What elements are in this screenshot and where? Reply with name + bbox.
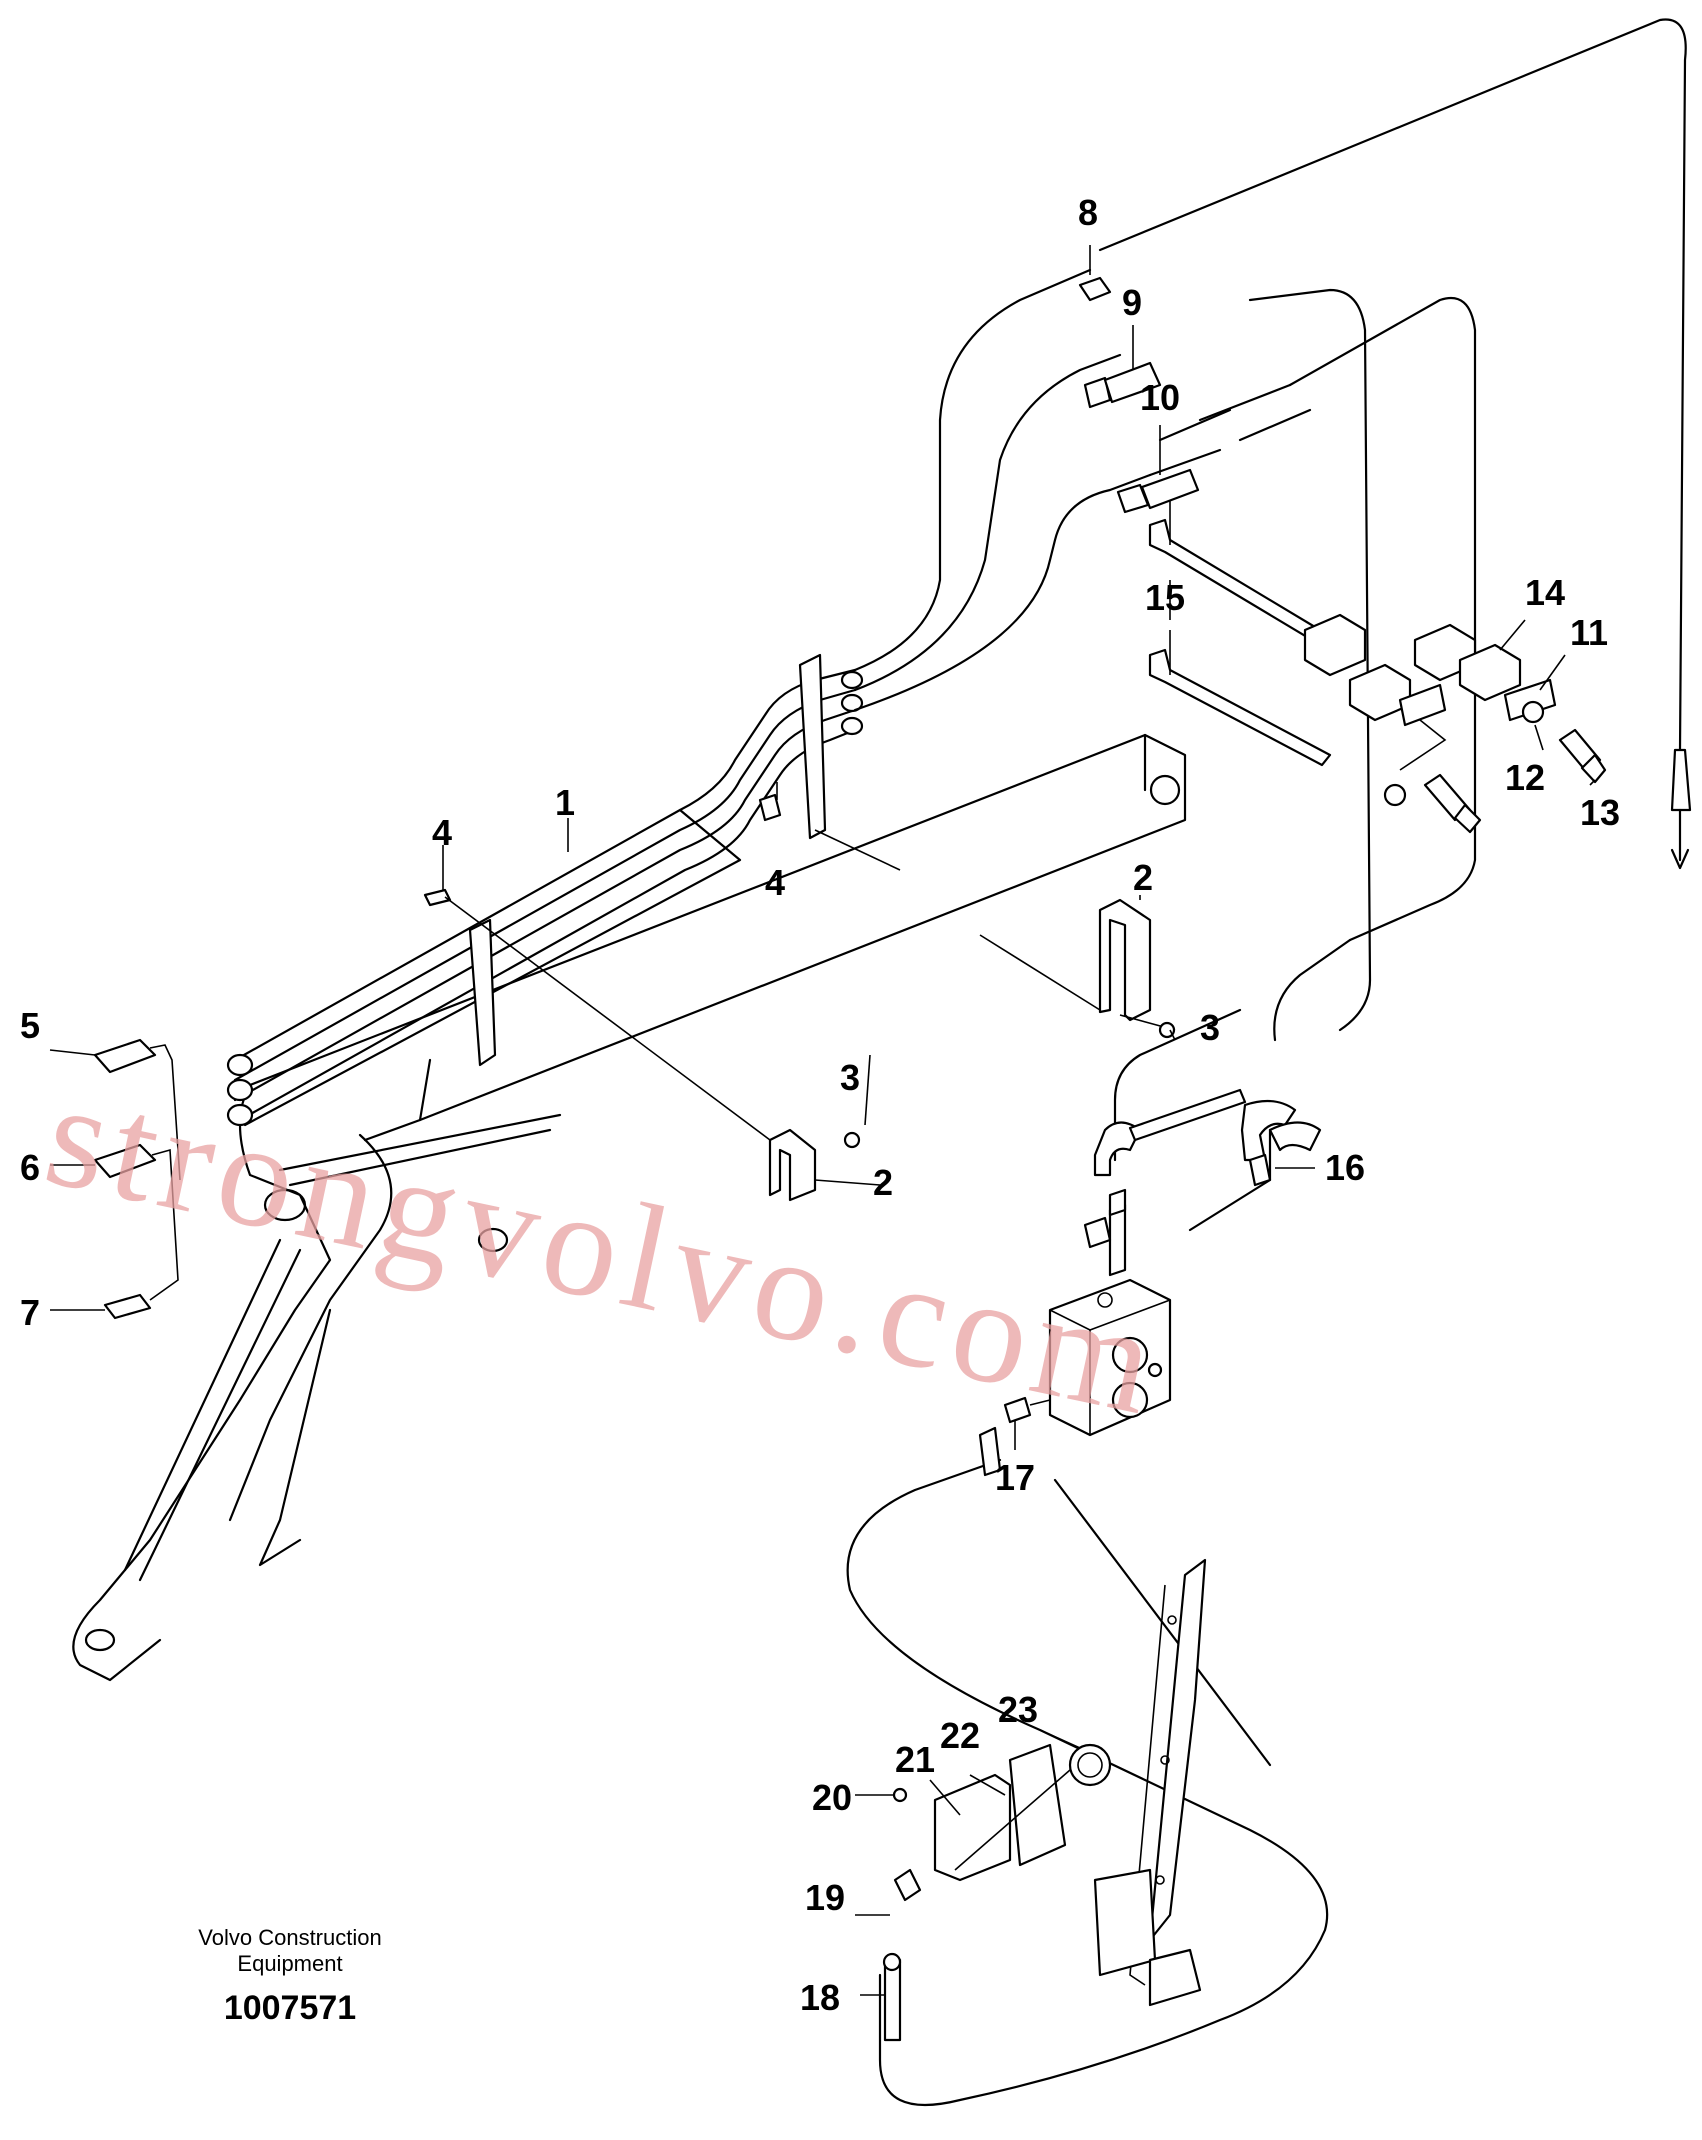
callout-3-repeat: 3	[840, 1057, 860, 1098]
bolt-4-right	[758, 793, 782, 822]
callout-19: 19	[805, 1877, 845, 1918]
callout-17: 17	[995, 1457, 1035, 1498]
bundle-clamp-right	[798, 653, 827, 840]
fitting-9	[1083, 376, 1112, 409]
watermark: strongvolvo.com	[33, 1050, 1175, 1448]
callout-16: 16	[1325, 1147, 1365, 1188]
org-name-line2: Equipment	[237, 1951, 343, 1976]
callout-1: 1	[555, 782, 575, 823]
callout-9: 9	[1122, 282, 1142, 323]
callout-3: 3	[1200, 1007, 1220, 1048]
fitting-17	[1003, 1396, 1032, 1424]
callout-21: 21	[895, 1739, 935, 1780]
valve-block	[1048, 1278, 1172, 1437]
callout-22: 22	[940, 1715, 980, 1756]
callout-labels: 1 2 2 3 3 4 4 5 6 7 8 9 10 11 12 13 14 1…	[20, 192, 1620, 2018]
routed-hoses	[846, 18, 1687, 2107]
callout-2-repeat: 2	[873, 1162, 893, 1203]
clamp-blocks	[1303, 613, 1607, 834]
bundle-clamp-left	[468, 918, 497, 1067]
callout-14: 14	[1525, 572, 1565, 613]
callout-13: 13	[1580, 792, 1620, 833]
drawing-number: 1007571	[223, 1989, 357, 2027]
org-name-line1: Volvo Construction	[198, 1925, 382, 1950]
fitting-8	[1078, 276, 1112, 302]
callout-11: 11	[1570, 612, 1608, 653]
callout-6: 6	[20, 1147, 40, 1188]
callout-18: 18	[800, 1977, 840, 2018]
nut-3-upper	[1158, 1021, 1176, 1039]
nut-3-lower	[843, 1131, 861, 1149]
elbow-fittings	[1083, 1088, 1322, 1277]
callout-2: 2	[1133, 857, 1153, 898]
callout-4-repeat: 4	[765, 862, 785, 903]
callout-5: 5	[20, 1005, 40, 1046]
bracket-lower	[768, 1128, 817, 1202]
bracket-upper	[1098, 898, 1152, 1022]
gauge-assembly	[882, 1743, 1112, 2042]
mounting-plate	[1093, 1558, 1207, 2007]
cable-ties	[1148, 500, 1332, 767]
callout-12: 12	[1505, 757, 1545, 798]
couplings-left	[93, 1038, 181, 1320]
drawing-caption: Volvo Construction Equipment 1007571	[150, 1925, 430, 2028]
callout-7: 7	[20, 1292, 40, 1333]
hose-end-right	[1670, 748, 1692, 812]
callout-4: 4	[432, 812, 452, 853]
leader-lines	[49, 245, 1596, 1996]
callout-15: 15	[1145, 577, 1185, 618]
callout-20: 20	[812, 1777, 852, 1818]
callout-23: 23	[998, 1689, 1038, 1730]
callout-8: 8	[1078, 192, 1098, 233]
callout-10: 10	[1140, 377, 1180, 418]
